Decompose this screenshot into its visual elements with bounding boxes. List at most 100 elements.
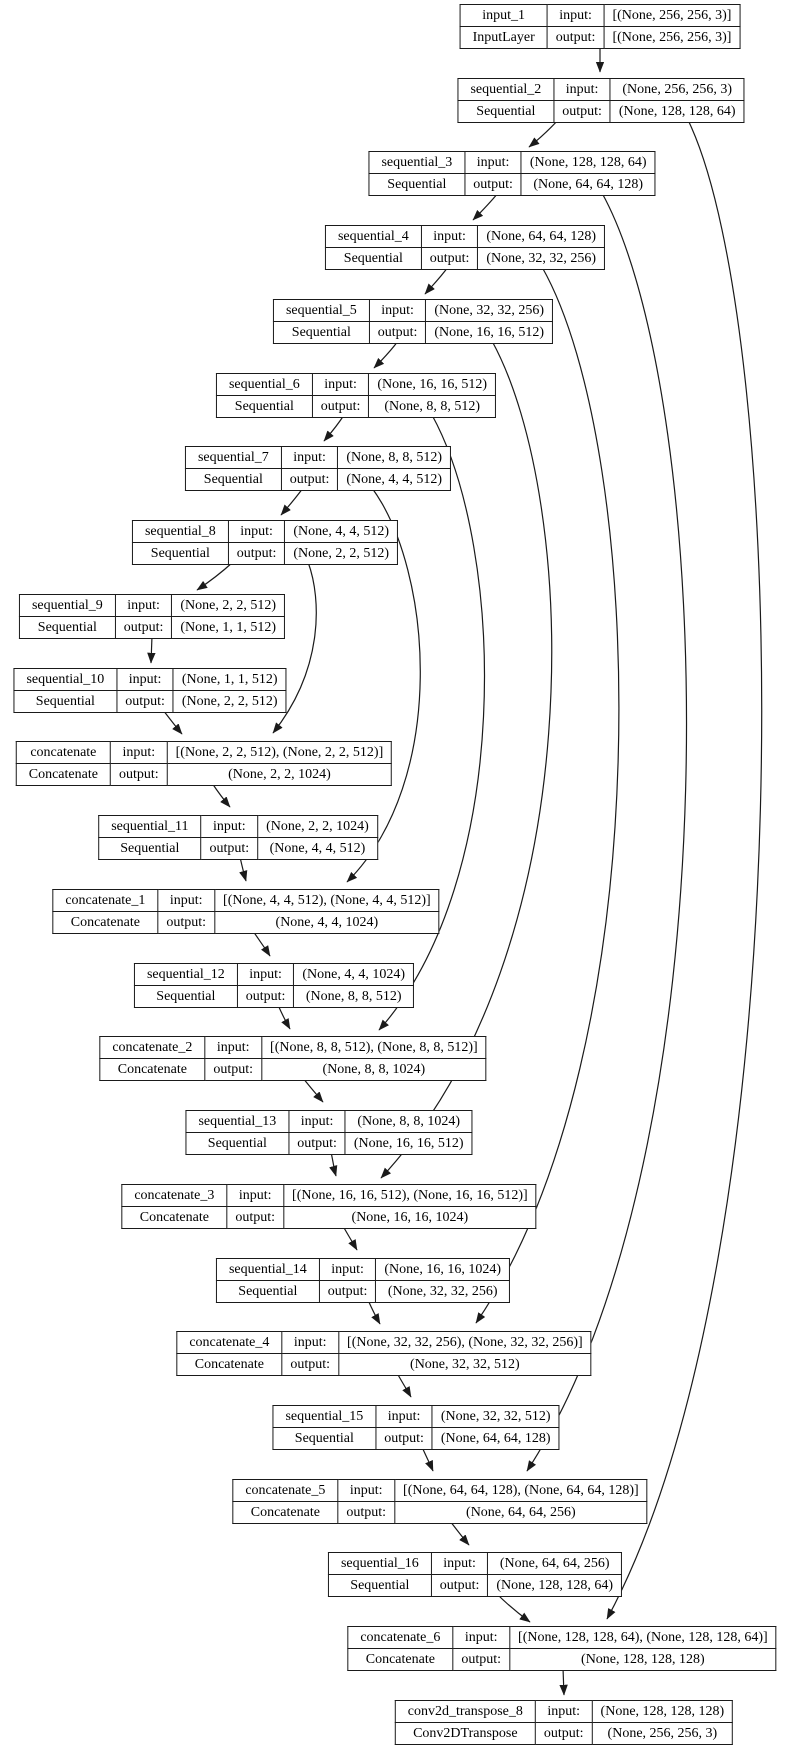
output-label: output:: [452, 1648, 511, 1671]
input-label: input:: [236, 963, 295, 986]
input-label: input:: [204, 1036, 263, 1059]
input-label: input:: [464, 151, 522, 174]
layer-class: Sequential: [272, 1427, 377, 1450]
input-shape: (None, 256, 256, 3): [609, 78, 745, 101]
output-label: output:: [200, 837, 259, 860]
input-label: input:: [280, 446, 339, 469]
edge-sequential_6-to-concatenate_2: [378, 414, 486, 1031]
layer-name: sequential_15: [272, 1405, 377, 1428]
output-label: output:: [281, 1353, 340, 1376]
layer-class: Concatenate: [176, 1353, 283, 1376]
output-label: output:: [430, 1574, 489, 1597]
input-label: input:: [337, 1479, 396, 1502]
output-label: output:: [311, 395, 370, 418]
layer-name: concatenate_5: [232, 1479, 339, 1502]
output-shape: (None, 32, 32, 256): [375, 1280, 511, 1303]
input-label: input:: [430, 1552, 489, 1575]
input-label: input:: [226, 1184, 285, 1207]
output-shape: (None, 2, 2, 512): [284, 542, 399, 565]
layer-class: Concatenate: [99, 1058, 206, 1081]
input-shape: (None, 64, 64, 128): [477, 225, 606, 248]
input-label: input:: [534, 1700, 593, 1723]
layer-name: concatenate_1: [52, 889, 159, 912]
layer-name: sequential_10: [13, 668, 118, 691]
layer-class: Sequential: [184, 468, 282, 491]
output-label: output:: [109, 763, 168, 786]
output-label: output:: [420, 247, 479, 270]
output-shape: (None, 4, 4, 1024): [214, 911, 440, 934]
input-label: input:: [116, 668, 174, 691]
input-label: input:: [546, 4, 605, 27]
layer-name: concatenate_4: [176, 1331, 283, 1354]
output-shape: (None, 1, 1, 512): [171, 616, 286, 639]
output-shape: (None, 16, 16, 1024): [283, 1206, 537, 1229]
output-shape: (None, 2, 2, 512): [172, 690, 287, 713]
layer-name: sequential_3: [368, 151, 466, 174]
input-shape: [(None, 32, 32, 256), (None, 32, 32, 256…: [338, 1331, 592, 1354]
layer-name: sequential_11: [98, 815, 202, 838]
input-shape: [(None, 8, 8, 512), (None, 8, 8, 512)]: [261, 1036, 487, 1059]
layer-name: sequential_16: [327, 1552, 432, 1575]
layer-name: concatenate_3: [121, 1184, 228, 1207]
input-label: input:: [227, 520, 286, 543]
input-shape: (None, 8, 8, 512): [337, 446, 452, 469]
output-label: output:: [114, 616, 173, 639]
output-label: output:: [280, 468, 339, 491]
layer-class: Sequential: [368, 173, 466, 196]
input-shape: [(None, 4, 4, 512), (None, 4, 4, 512)]: [214, 889, 440, 912]
layer-class: Sequential: [272, 321, 370, 344]
output-shape: (None, 8, 8, 512): [293, 985, 415, 1008]
layer-name: sequential_12: [133, 963, 238, 986]
input-label: input:: [281, 1331, 340, 1354]
layer-name: sequential_4: [324, 225, 422, 248]
input-shape: (None, 32, 32, 256): [425, 299, 554, 322]
input-shape: [(None, 16, 16, 512), (None, 16, 16, 512…: [283, 1184, 537, 1207]
input-label: input:: [375, 1405, 433, 1428]
input-shape: (None, 4, 4, 1024): [293, 963, 415, 986]
edge-sequential_8-to-concatenate: [272, 561, 317, 734]
layer-class: Sequential: [185, 1132, 290, 1155]
input-shape: (None, 16, 16, 512): [368, 373, 497, 396]
input-shape: (None, 8, 8, 1024): [344, 1110, 473, 1133]
layer-class: Sequential: [133, 985, 238, 1008]
input-label: input:: [157, 889, 216, 912]
output-shape: (None, 8, 8, 1024): [261, 1058, 487, 1081]
input-shape: (None, 128, 128, 64): [520, 151, 656, 174]
input-shape: (None, 32, 32, 512): [431, 1405, 560, 1428]
output-label: output:: [534, 1722, 593, 1745]
input-shape: (None, 128, 128, 128): [591, 1700, 734, 1723]
input-label: input:: [200, 815, 259, 838]
layer-name: sequential_6: [215, 373, 313, 396]
output-shape: (None, 16, 16, 512): [425, 321, 554, 344]
output-label: output:: [288, 1132, 346, 1155]
output-shape: (None, 64, 64, 256): [394, 1501, 648, 1524]
output-label: output:: [464, 173, 522, 196]
output-shape: (None, 32, 32, 512): [338, 1353, 592, 1376]
layer-class: Concatenate: [121, 1206, 228, 1229]
output-shape: (None, 4, 4, 512): [257, 837, 378, 860]
layer-class: Sequential: [215, 395, 313, 418]
output-label: output:: [236, 985, 295, 1008]
input-shape: [(None, 2, 2, 512), (None, 2, 2, 512)]: [166, 741, 393, 764]
edge-sequential_3-to-concatenate_5: [526, 192, 688, 1472]
input-label: input:: [311, 373, 370, 396]
layer-class: Sequential: [215, 1280, 320, 1303]
output-shape: (None, 64, 64, 128): [520, 173, 656, 196]
layer-class: Sequential: [131, 542, 229, 565]
layer-name: sequential_8: [131, 520, 229, 543]
input-label: input:: [420, 225, 479, 248]
output-label: output:: [227, 542, 286, 565]
